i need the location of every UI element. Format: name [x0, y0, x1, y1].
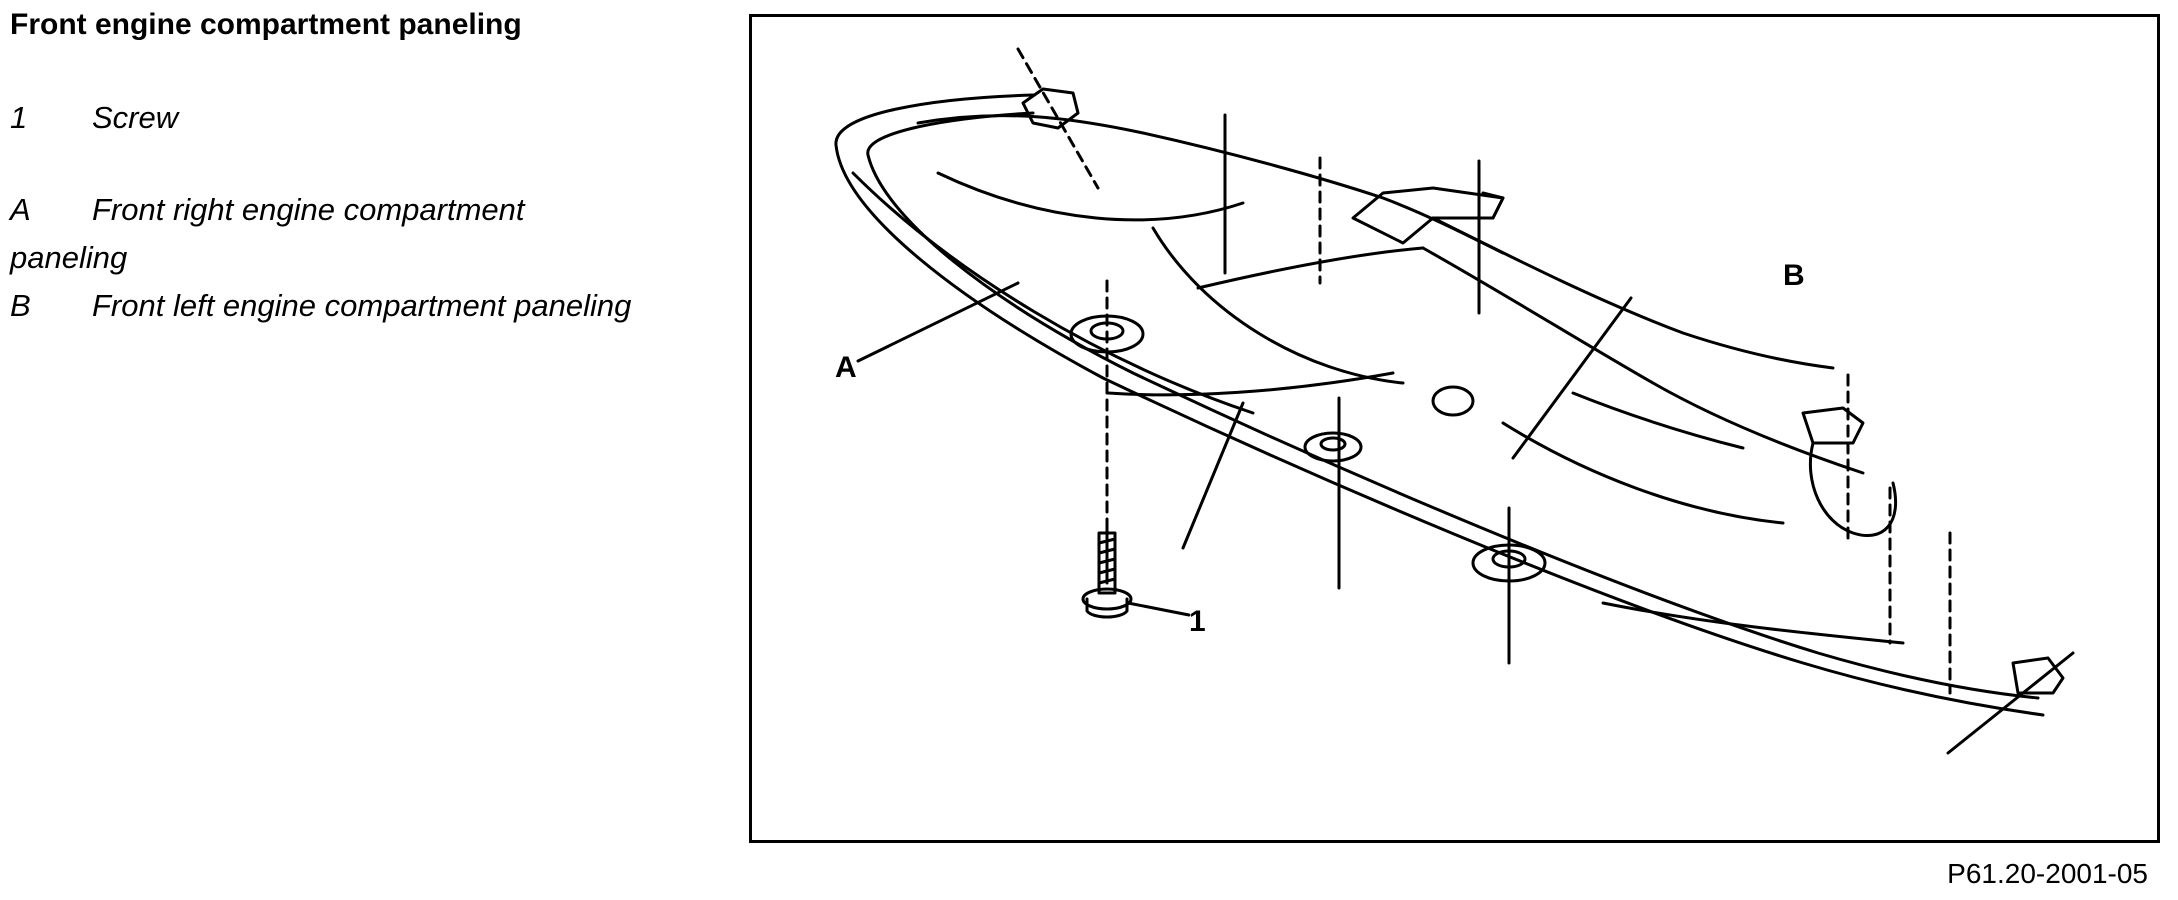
- screw-icon: [1081, 521, 1133, 619]
- mount-tab: [1481, 191, 1505, 220]
- mount-tab: [1021, 87, 1080, 130]
- mount-tab: [2011, 656, 2065, 695]
- panel-b-channel: [1571, 391, 1745, 450]
- panel-a-center-curve: [1151, 226, 1405, 385]
- legend-text: Screw: [92, 100, 179, 135]
- paneling-inner-rim: [866, 111, 2040, 700]
- leader-line-b: [1511, 296, 1633, 460]
- panel-b-crease: [1501, 421, 1785, 525]
- panel-a-outline: [916, 114, 1505, 255]
- legend-item-screw: 1 Screw: [10, 94, 690, 142]
- paneling-outer-rim: [834, 93, 2045, 717]
- mount-boss-inner: [1319, 436, 1347, 452]
- panel-b-side-bulge: [1808, 441, 1898, 538]
- panel-a-inner-curve: [936, 171, 1245, 222]
- panel-a-lower-curve: [1106, 371, 1395, 397]
- panel-b-outline: [1421, 246, 1865, 475]
- screw-line-angled: [1016, 47, 1100, 190]
- panel-b-lower-curve: [1601, 601, 1905, 645]
- mount-tab: [1801, 406, 1865, 445]
- callout-1: 1: [1189, 605, 1206, 638]
- callout-b: B: [1783, 259, 1805, 292]
- legend-text: Front right engine compartment paneling: [10, 192, 525, 275]
- leader-line-a: [856, 281, 1020, 363]
- paneling-illustration: A B 1: [834, 47, 2075, 755]
- page-title: Front engine compartment paneling: [10, 8, 522, 41]
- leader-line-1: [1126, 601, 1191, 617]
- legend-text: Front left engine compartment paneling: [92, 288, 632, 323]
- legend-key: 1: [10, 100, 28, 135]
- screw-line-angled: [1946, 651, 2075, 755]
- legend-item-front-left-paneling: B Front left engine compartment paneling: [10, 282, 690, 330]
- figure-frame: A B 1: [749, 14, 2160, 843]
- callout-a: A: [835, 351, 857, 384]
- mount-boss: [1303, 431, 1363, 463]
- figure-reference: P61.20-2001-05: [1947, 858, 2148, 889]
- legend-key: A: [10, 192, 31, 227]
- panel-a-crease: [1196, 246, 1425, 290]
- legend-key: B: [10, 288, 31, 323]
- panel-b-upper-edge: [1431, 216, 1835, 370]
- mount-boss: [1431, 385, 1475, 417]
- paneling-front-lip: [851, 171, 1255, 415]
- screw-line-angled: [1181, 401, 1245, 550]
